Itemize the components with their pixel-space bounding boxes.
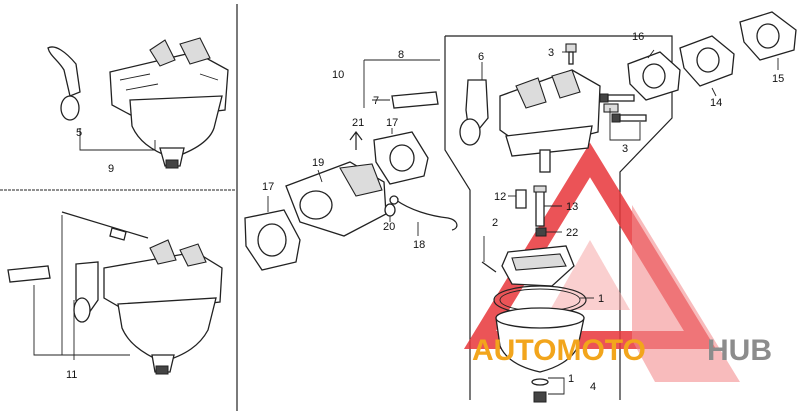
callout-1b: 1 [568,373,574,385]
callout-19: 19 [312,157,324,169]
leader-14 [711,87,717,97]
lever-6 [459,79,489,146]
gasket-17-right [373,131,429,185]
clip-12 [515,189,527,209]
screw-3-top [565,43,577,65]
watermark-hub: HUB [707,334,772,367]
callout-18: 18 [413,239,425,251]
callout-21: 21 [352,117,364,129]
callout-2: 2 [492,217,498,229]
callout-17b: 17 [386,117,398,129]
gasket-17-left [244,209,301,271]
callout-16: 16 [632,31,644,43]
callout-10: 10 [332,69,344,81]
washer-bolt-4 [531,378,549,403]
gasket-15 [739,11,797,61]
leader-1b-4 [548,377,565,395]
leader-3-side [609,108,641,141]
pin-2 [481,261,497,273]
callout-22: 22 [566,227,578,239]
float-2 [501,245,575,287]
carburetor-assembly-top-left [47,37,229,169]
screws-3-side [599,93,647,123]
callout-3-side: 3 [622,143,628,155]
panel-borders [0,4,673,411]
arrow-21 [349,131,363,150]
leader-11a [33,285,130,356]
callout-1a: 1 [598,293,604,305]
callout-8: 8 [398,49,404,61]
callout-14: 14 [710,97,722,109]
callout-11: 11 [66,369,77,381]
callout-12: 12 [494,191,506,203]
jet-22 [535,227,547,237]
callout-3-top: 3 [548,47,554,59]
watermark-text: AUTOMOTO HUB [472,334,772,367]
lever-7 [391,91,439,109]
callout-5: 5 [76,127,82,139]
leader-19 [317,169,323,183]
callout-15: 15 [772,73,784,85]
callout-labels: 5 9 11 10 8 7 21 17 19 17 20 18 3 6 3 16… [66,31,784,393]
leader-16 [647,49,655,59]
rod-18 [389,195,458,231]
callout-13: 13 [566,201,578,213]
watermark-automoto: AUTOMOTO [472,334,646,367]
carburetor-body [499,69,601,173]
insulator-19 [285,161,387,237]
callout-20: 20 [383,221,395,233]
insulator-14 [679,35,735,87]
callout-4: 4 [590,381,596,393]
needle-13 [533,185,547,227]
gasket-16 [627,51,681,101]
callout-17a: 17 [262,181,274,193]
callout-7: 7 [373,95,379,107]
leader-9 [79,128,156,151]
float-bowl [495,307,585,373]
spring-20 [384,203,396,217]
callout-6: 6 [478,51,484,63]
carburetor-assembly-bottom-left [7,211,223,375]
callout-9: 9 [108,163,114,175]
